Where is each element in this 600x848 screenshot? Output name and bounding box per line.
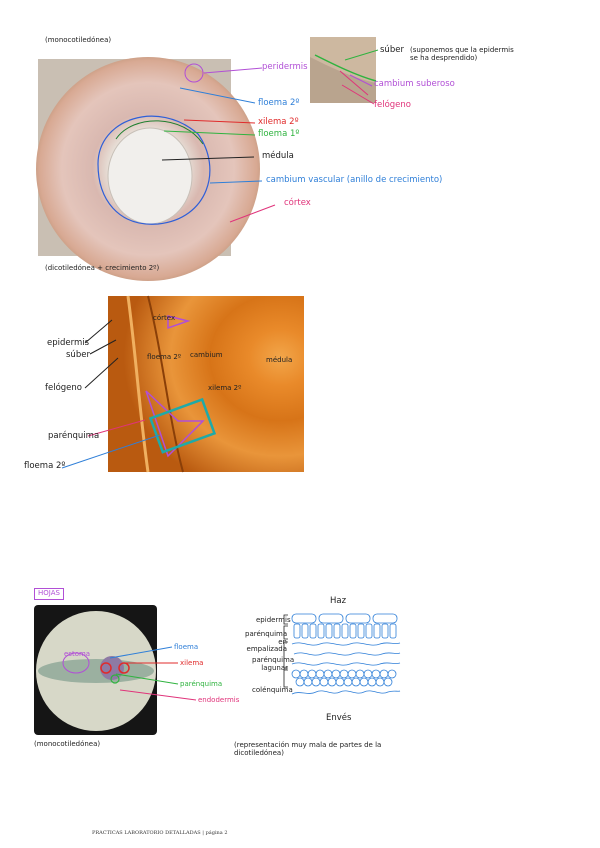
- label-cortex-dicot: córtex: [153, 314, 176, 322]
- label-parenquima-dicot: parénquima: [48, 431, 100, 441]
- label-epidermis-dicot: epidermis: [47, 338, 90, 348]
- label-floema-leaf: floema: [174, 643, 199, 651]
- label-xilema-leaf: xilema: [180, 659, 204, 667]
- label-parenquima-leaf: parénquima: [180, 680, 223, 688]
- label-suber-note: (suponemos que la epidermis se ha despre…: [410, 46, 514, 62]
- label-endodermis: endodermis: [198, 696, 240, 704]
- label-suber-dicot: súber: [66, 350, 90, 360]
- label-floema-2-in-image: floema 2º: [147, 353, 182, 361]
- leaf-photo-caption: (monocotiledónea): [34, 740, 101, 748]
- label-cambium-vascular: cambium vascular (anillo de crecimiento): [266, 175, 443, 185]
- label-floema-2: floema 2º: [258, 98, 300, 108]
- diagram-brackets: [283, 614, 288, 688]
- label-felogeno-dicot: felógeno: [45, 383, 82, 393]
- label-floema-2-dicot: floema 2º: [24, 461, 66, 471]
- label-medula-dicot: médula: [266, 356, 293, 364]
- label-xilema-2-dicot: xilema 2º: [208, 384, 242, 392]
- hojas-tag: HOJAS: [34, 588, 64, 600]
- stem-bottom-caption: (dicotiledónea + crecimiento 2º): [45, 264, 160, 272]
- label-peridermis: peridermis: [262, 62, 308, 72]
- label-estoma: estoma: [64, 650, 91, 658]
- label-felogeno-inset: felógeno: [374, 100, 411, 110]
- label-xilema-2: xilema 2º: [258, 117, 299, 127]
- label-cambium-suberoso: cambium suberoso: [374, 79, 455, 89]
- stem-top-caption: (monocotiledónea): [45, 36, 112, 44]
- dicot-stem-photo: [108, 295, 304, 473]
- diagram-top-label: Haz: [330, 596, 347, 606]
- dicot-annotation-lines: [61, 319, 161, 469]
- leaf-microscope-photo: [34, 605, 157, 735]
- diagram-label-parenquima-empalizada: parénquima en empalizada: [245, 630, 288, 654]
- diagram-bottom-label: Envés: [326, 713, 352, 723]
- label-medula: médula: [262, 151, 294, 161]
- diagram-label-epidermis: epidermis: [256, 616, 291, 624]
- suber-inset-photo: [310, 37, 377, 103]
- stem-annotation-lines: [161, 49, 379, 223]
- label-cortex: córtex: [284, 198, 311, 208]
- label-floema-1: floema 1º: [258, 129, 300, 139]
- label-suber: súber: [380, 45, 404, 55]
- page-footer: PRACTICAS LABORATORIO DETALLADAS | págin…: [92, 830, 228, 836]
- leaf-tissue-diagram: [290, 612, 402, 707]
- diagram-caption: (representación muy mala de partes de la…: [234, 741, 382, 757]
- leaf-photo-annotation-lines: [109, 646, 197, 701]
- diagram-label-colenquima: colénquima: [252, 686, 293, 694]
- label-cambium-dicot: cambium: [190, 351, 223, 359]
- diagram-label-parenquima-lagunar: parénquima lagunar: [252, 656, 295, 672]
